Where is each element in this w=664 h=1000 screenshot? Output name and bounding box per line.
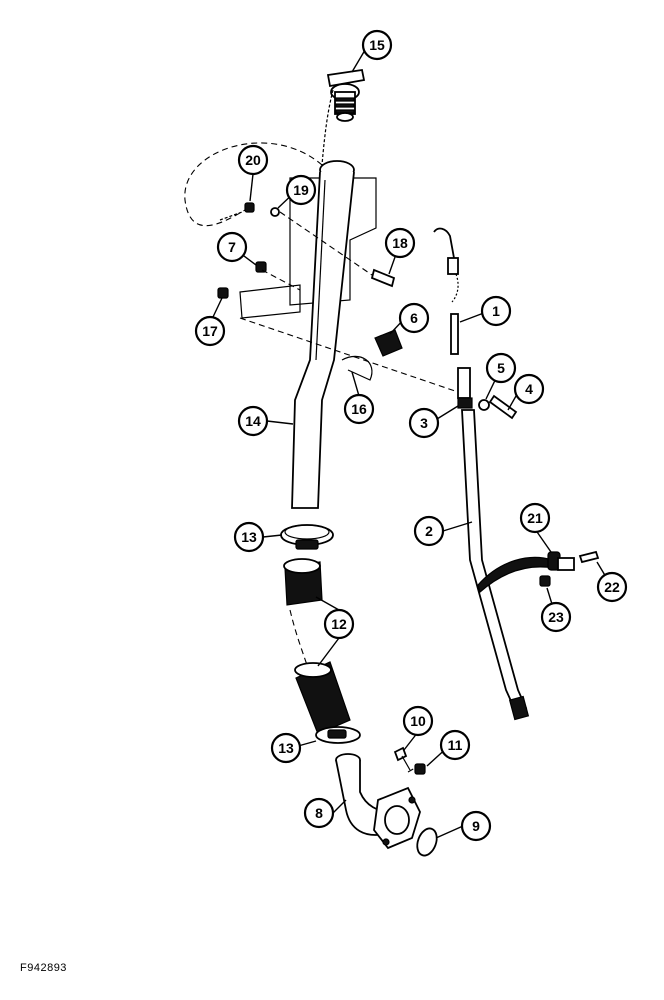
callout-2-label: 2 <box>425 523 433 539</box>
callout-3-label: 3 <box>420 415 428 431</box>
callout-10: 10 <box>402 705 434 737</box>
callout-13-lower-label: 13 <box>278 740 294 756</box>
tube-elbow <box>335 753 421 850</box>
callout-13-upper: 13 <box>233 521 265 553</box>
callout-23: 23 <box>540 601 572 633</box>
callout-18-label: 18 <box>392 235 408 251</box>
assembly-line-lower <box>239 317 459 393</box>
filler-cap <box>326 68 366 122</box>
nut-20 <box>244 202 255 213</box>
callout-12-label: 12 <box>331 616 347 632</box>
nut-17 <box>217 287 229 299</box>
callout-6-label: 6 <box>410 310 418 326</box>
bolt-22 <box>578 550 600 564</box>
hose-clamp-upper <box>280 524 334 550</box>
chain-20 <box>219 211 243 221</box>
callout-8-label: 8 <box>315 805 323 821</box>
assembly-line-mid <box>261 269 301 291</box>
callout-18: 18 <box>384 227 416 259</box>
u-bolt-16 <box>341 355 373 381</box>
callout-13-lower: 13 <box>270 732 302 764</box>
bolt-18 <box>370 268 396 288</box>
nut-7 <box>255 261 267 273</box>
washer-5 <box>478 399 490 411</box>
callout-17: 17 <box>194 315 226 347</box>
nut-23 <box>539 575 551 587</box>
hose-clamp-lower <box>315 726 361 744</box>
o-ring <box>416 827 438 857</box>
cap-chain <box>321 89 334 166</box>
callout-6: 6 <box>398 302 430 334</box>
assembly-line-upper <box>279 211 373 276</box>
callout-1-label: 1 <box>492 303 500 319</box>
callout-21-label: 21 <box>527 510 543 526</box>
washer-19 <box>270 207 280 217</box>
callout-11: 11 <box>439 729 471 761</box>
callout-8: 8 <box>303 797 335 829</box>
callout-7-label: 7 <box>228 239 236 255</box>
mounting-bracket <box>239 177 377 319</box>
callout-16: 16 <box>343 393 375 425</box>
callout-1: 1 <box>480 295 512 327</box>
callout-3: 3 <box>408 407 440 439</box>
dipstick <box>433 227 459 355</box>
callout-15: 15 <box>361 29 393 61</box>
callout-14: 14 <box>237 405 269 437</box>
callout-20-label: 20 <box>245 152 261 168</box>
callout-14-label: 14 <box>245 413 261 429</box>
callout-15-label: 15 <box>369 37 385 53</box>
hose-upper <box>283 558 323 606</box>
filler-tube <box>291 160 355 509</box>
callout-23-label: 23 <box>548 609 564 625</box>
hose-lower <box>294 661 351 735</box>
figure-id: F942893 <box>20 962 67 974</box>
callout-5-label: 5 <box>497 360 505 376</box>
callout-21: 21 <box>519 502 551 534</box>
callout-9-label: 9 <box>472 818 480 834</box>
callout-20: 20 <box>237 144 269 176</box>
callout-12: 12 <box>323 608 355 640</box>
callout-10-label: 10 <box>410 713 426 729</box>
callout-19-label: 19 <box>293 182 309 198</box>
callout-22: 22 <box>596 571 628 603</box>
callout-7: 7 <box>216 231 248 263</box>
dipstick-tube <box>457 367 530 721</box>
callout-22-label: 22 <box>604 579 620 595</box>
clip-21 <box>477 551 575 594</box>
bolt-4 <box>488 394 518 420</box>
callout-9: 9 <box>460 810 492 842</box>
callout-11-label: 11 <box>448 737 463 753</box>
bolt-10 <box>393 746 411 771</box>
callout-19: 19 <box>285 174 317 206</box>
callout-16-label: 16 <box>351 401 367 417</box>
callout-2: 2 <box>413 515 445 547</box>
callout-17-label: 17 <box>202 323 218 339</box>
callout-4-label: 4 <box>525 381 533 397</box>
callout-4: 4 <box>513 373 545 405</box>
spacer-6 <box>374 329 403 357</box>
callout-13-upper-label: 13 <box>241 529 257 545</box>
assembly-line-cap <box>184 142 323 227</box>
leader-hose <box>289 609 309 669</box>
callout-5: 5 <box>485 352 517 384</box>
leader-bolt-nut <box>407 767 416 773</box>
nut-11 <box>414 763 426 775</box>
